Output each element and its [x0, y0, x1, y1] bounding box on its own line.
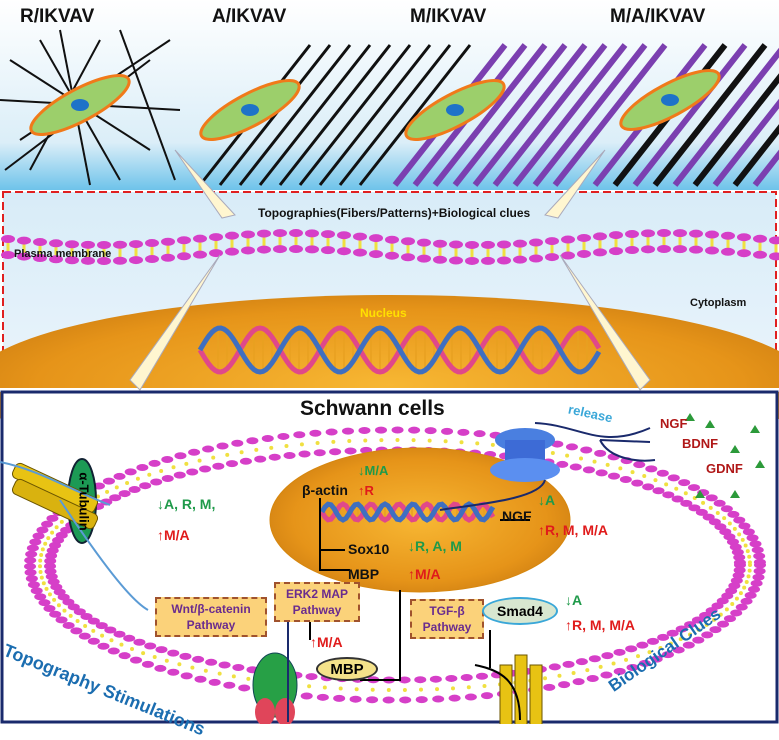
- ngf-gene-label: NGF: [502, 508, 532, 524]
- receptor-green: [252, 605, 298, 724]
- factor-gdnf: GDNF: [706, 461, 743, 476]
- sox10-down: ↓R, A, M: [408, 538, 462, 554]
- mbp-gene-label: MBP: [348, 566, 380, 582]
- beta-actin-down: ↓M/A: [358, 463, 389, 478]
- tubulin-label: α-Tubulin: [76, 472, 92, 531]
- beta-actin-up: ↑R: [358, 483, 374, 498]
- factor-particle-icon: [755, 460, 765, 468]
- factor-particle-icon: [750, 425, 760, 433]
- transporter-blue: [490, 428, 560, 482]
- fibers: [0, 29, 779, 187]
- factor-particle-icon: [730, 445, 740, 453]
- middle-caption: Topographies(Fibers/Patterns)+Biological…: [258, 206, 531, 220]
- cell-nucleus-dot: [446, 104, 464, 116]
- factor-particle-icon: [695, 490, 705, 498]
- flow-arrows: [129, 149, 651, 391]
- smad4-up: ↑R, M, M/A: [565, 617, 635, 633]
- sox10-label: Sox10: [348, 541, 390, 557]
- cell-nucleus-dot: [661, 94, 679, 106]
- ngf-down: ↓A: [538, 492, 556, 508]
- bottom-panel: [0, 390, 779, 724]
- tubulin-down: ↓A, R, M,: [157, 496, 216, 512]
- condition-label: A/IKVAV: [212, 6, 287, 27]
- cell-nucleus: [269, 447, 571, 593]
- cell-dna: [319, 501, 496, 523]
- plasma-membrane-strip: [1, 229, 779, 265]
- ngf-up: ↑R, M, M/A: [538, 522, 608, 538]
- smad4-oval: Smad4: [482, 597, 558, 625]
- factor-particle-icon: [685, 413, 695, 421]
- cell-nucleus-dot: [241, 104, 259, 116]
- channel-icon: [11, 462, 99, 530]
- nucleus-label: Nucleus: [360, 306, 407, 320]
- factor-particle-icon: [705, 420, 715, 428]
- factor-bdnf: BDNF: [682, 436, 719, 451]
- mbp-protein-oval: MBP: [316, 657, 378, 681]
- mbp-gene-up: ↑M/A: [408, 566, 441, 582]
- factor-particle-icon: [730, 490, 740, 498]
- condition-label: R/IKVAV: [20, 6, 95, 27]
- cytoplasm-label: Cytoplasm: [690, 297, 747, 309]
- condition-label: M/IKVAV: [410, 6, 487, 27]
- erk-up: ↑M/A: [310, 634, 343, 650]
- tubulin-up: ↑M/A: [157, 527, 190, 543]
- smad4-down: ↓A: [565, 592, 583, 608]
- cell-nucleus-dot: [71, 99, 89, 111]
- receptor-yellow: [474, 630, 543, 724]
- condition-label: M/A/IKVAV: [610, 6, 706, 27]
- dna-helix: [197, 325, 602, 375]
- diagram-canvas: [0, 0, 779, 724]
- factor-ngf: NGF: [660, 416, 688, 431]
- beta-actin-label: β-actin: [302, 482, 348, 498]
- plasma-membrane-label: Plasma membrane: [14, 248, 112, 260]
- schwann-cells-title: Schwann cells: [300, 397, 445, 420]
